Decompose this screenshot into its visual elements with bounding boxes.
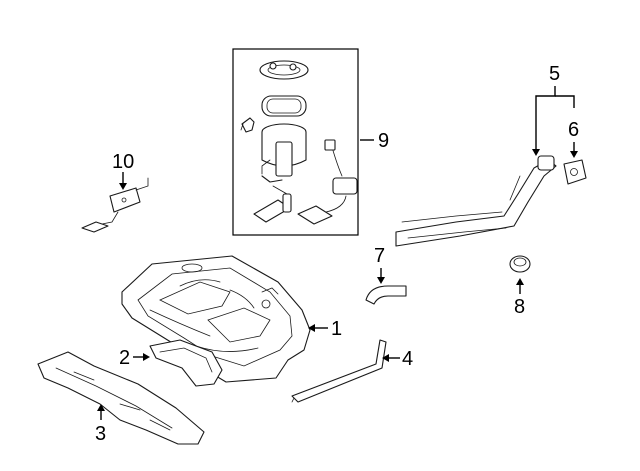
callout-2: 2: [119, 347, 130, 369]
fuel-pump-body[interactable]: [261, 123, 307, 183]
filler-pipe-part[interactable]: [395, 155, 557, 247]
callout-8: 8: [514, 296, 525, 318]
fuel-cap-part[interactable]: [509, 255, 531, 273]
callout-6: 6: [568, 119, 579, 141]
callout-10: 10: [112, 151, 134, 173]
tank-strap-group: 4: [291, 339, 413, 403]
fuel-tank-part[interactable]: [121, 255, 311, 383]
pump-gasket[interactable]: [261, 95, 307, 117]
vent-valve-part[interactable]: [81, 177, 149, 233]
fuel-tank-group: 1: [121, 255, 342, 383]
vent-hose-group: 7: [365, 245, 407, 305]
fuel-cap-group: 8: [509, 255, 531, 318]
pump-sensor-plug[interactable]: [240, 117, 255, 133]
vent-valve-group: 10: [81, 151, 149, 233]
callout-1: 1: [331, 318, 342, 340]
callout-4: 4: [402, 348, 413, 370]
fuel-pump-kit-box: [232, 48, 359, 236]
tank-bracket-part[interactable]: [149, 339, 223, 387]
fuel-pump-module-group: 9: [232, 48, 389, 236]
filler-gasket-part[interactable]: [563, 159, 587, 185]
pump-retainer-ring[interactable]: [259, 60, 309, 80]
filler-pipe-group: 5: [395, 63, 575, 247]
vent-hose-part[interactable]: [365, 285, 407, 305]
fuel-level-sender[interactable]: [297, 139, 358, 225]
tank-bracket-group: 2: [119, 339, 223, 387]
callout-9: 9: [378, 130, 389, 152]
callout-3: 3: [95, 423, 106, 445]
heat-shield-part[interactable]: [37, 351, 205, 445]
callout-5: 5: [549, 63, 560, 85]
tank-strap-part[interactable]: [291, 339, 387, 403]
callout-7: 7: [374, 245, 385, 267]
filler-gasket-group: 6: [563, 119, 587, 185]
fuel-pump-strainer[interactable]: [253, 185, 292, 223]
heat-shield-group: 3: [37, 351, 205, 445]
